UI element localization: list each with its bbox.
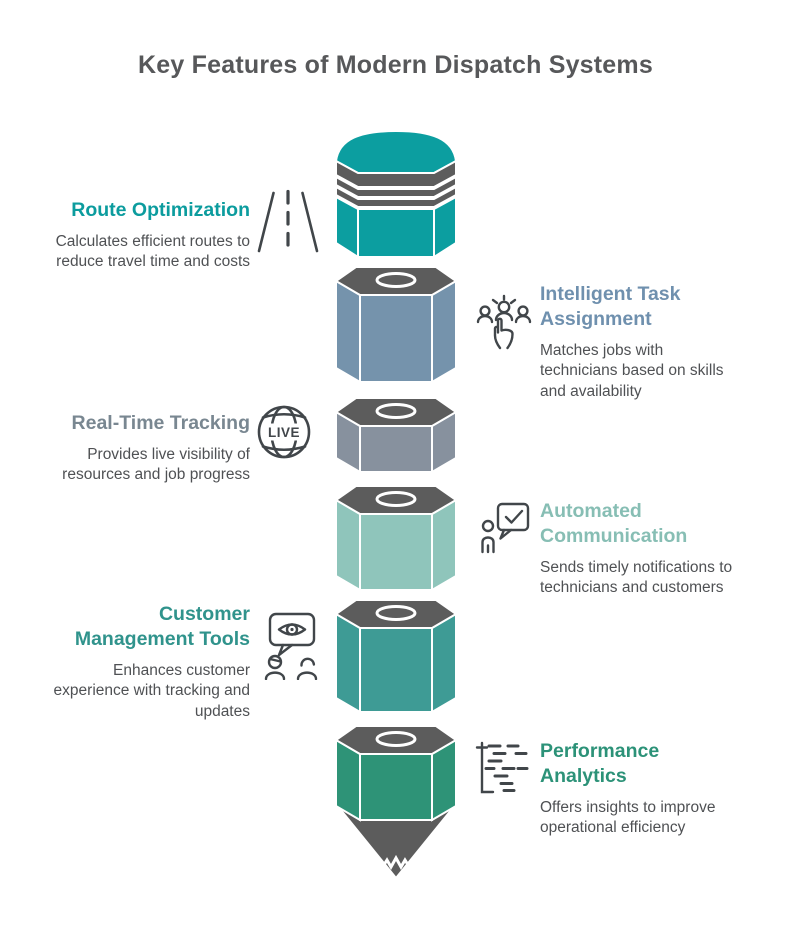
feature-performance-analytics: Performance Analytics Offers insights to…: [540, 739, 770, 839]
pencil-segment-customer: [336, 599, 456, 714]
pencil-segment-communication: [336, 485, 456, 592]
segment-ring: [375, 605, 417, 621]
pencil-cap-body: [357, 208, 435, 258]
feature-intelligent-task-assignment: Intelligent Task Assignment Matches jobs…: [540, 282, 770, 402]
feature-description: Enhances customer experience with tracki…: [53, 661, 250, 720]
pencil-segment-task-assignment: [336, 266, 456, 384]
feature-description: Offers insights to improve operational e…: [540, 798, 716, 837]
feature-label: Real-Time Tracking: [71, 412, 250, 434]
chat-check-icon: [477, 501, 531, 563]
segment-top-face: [336, 266, 456, 296]
segment-ring: [375, 272, 417, 288]
feature-label: Intelligent Task Assignment: [540, 283, 681, 330]
segment-top-face: [336, 725, 456, 755]
feature-description: Matches jobs with technicians based on s…: [540, 341, 724, 400]
pencil-illustration: [336, 129, 456, 880]
feature-description: Calculates efficient routes to reduce tr…: [55, 232, 250, 271]
segment-top-face: [336, 397, 456, 427]
feature-description: Provides live visibility of resources an…: [62, 445, 250, 484]
segment-top-face: [336, 599, 456, 629]
live-globe-icon: LIVE: [256, 404, 312, 460]
feature-real-time-tracking: Real-Time Tracking Provides live visibil…: [20, 411, 250, 486]
feature-customer-management-tools: Customer Management Tools Enhances custo…: [20, 602, 250, 722]
road-icon: [256, 187, 320, 257]
pencil-eraser-cap: [336, 129, 456, 174]
segment-ring: [375, 731, 417, 747]
feature-route-optimization: Route Optimization Calculates efficient …: [20, 198, 250, 273]
feature-label: Customer Management Tools: [74, 603, 250, 650]
feature-automated-communication: Automated Communication Sends timely not…: [540, 499, 770, 599]
pencil-segment-analytics: [336, 725, 456, 822]
live-badge-text: LIVE: [268, 425, 300, 440]
pencil-segment-tracking: [336, 397, 456, 474]
segment-ring: [375, 403, 417, 419]
feature-label: Performance Analytics: [540, 740, 660, 787]
feature-description: Sends timely notifications to technician…: [540, 558, 733, 597]
page-title: Key Features of Modern Dispatch Systems: [138, 51, 653, 79]
feature-label: Route Optimization: [71, 199, 250, 221]
task-assignment-icon: [476, 293, 532, 351]
analytics-icon: [475, 740, 529, 798]
pencil-ferrule-band: [336, 185, 456, 208]
tip-break-line: [380, 854, 412, 871]
pencil-ferrule-band: [336, 175, 456, 198]
pencil-cap-body: [433, 195, 456, 259]
feature-label: Automated Communication: [540, 500, 688, 547]
pencil-ferrule-band: [336, 159, 456, 188]
segment-ring: [375, 491, 417, 507]
segment-top-face: [336, 485, 456, 515]
customer-eye-icon: [262, 612, 322, 680]
